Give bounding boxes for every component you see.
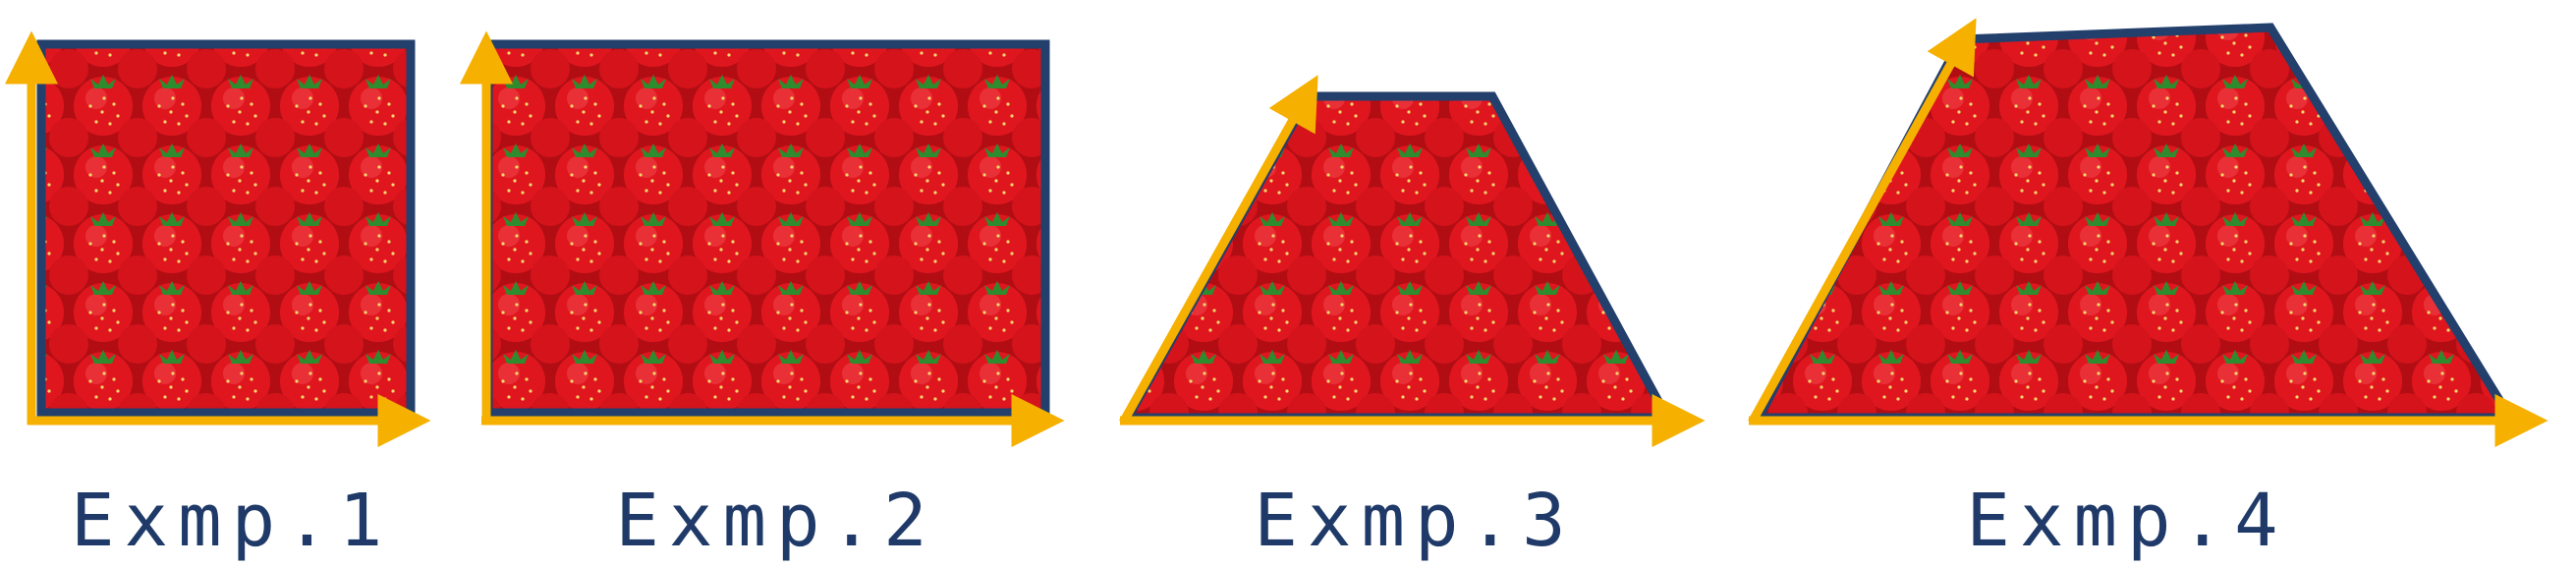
example-4-shape — [1748, 18, 2548, 447]
example-2-shape — [460, 30, 1065, 447]
example-1-shape — [4, 30, 431, 447]
strawberry-fill-1 — [36, 39, 416, 418]
caption-example-2: Exmp.2 — [615, 479, 937, 563]
caption-example-3: Exmp.3 — [1254, 479, 1576, 563]
example-3-shape — [1119, 75, 1706, 447]
caption-example-1: Exmp.1 — [71, 479, 393, 563]
strawberry-fill-2 — [483, 39, 1050, 418]
slanted-axis-arrow-icon — [1119, 75, 1318, 426]
slanted-axis-arrow-icon — [1748, 18, 1977, 426]
strawberry-fill-4 — [1751, 23, 2519, 423]
strawberry-fill-3 — [1120, 91, 1675, 423]
caption-example-4: Exmp.4 — [1966, 479, 2288, 563]
